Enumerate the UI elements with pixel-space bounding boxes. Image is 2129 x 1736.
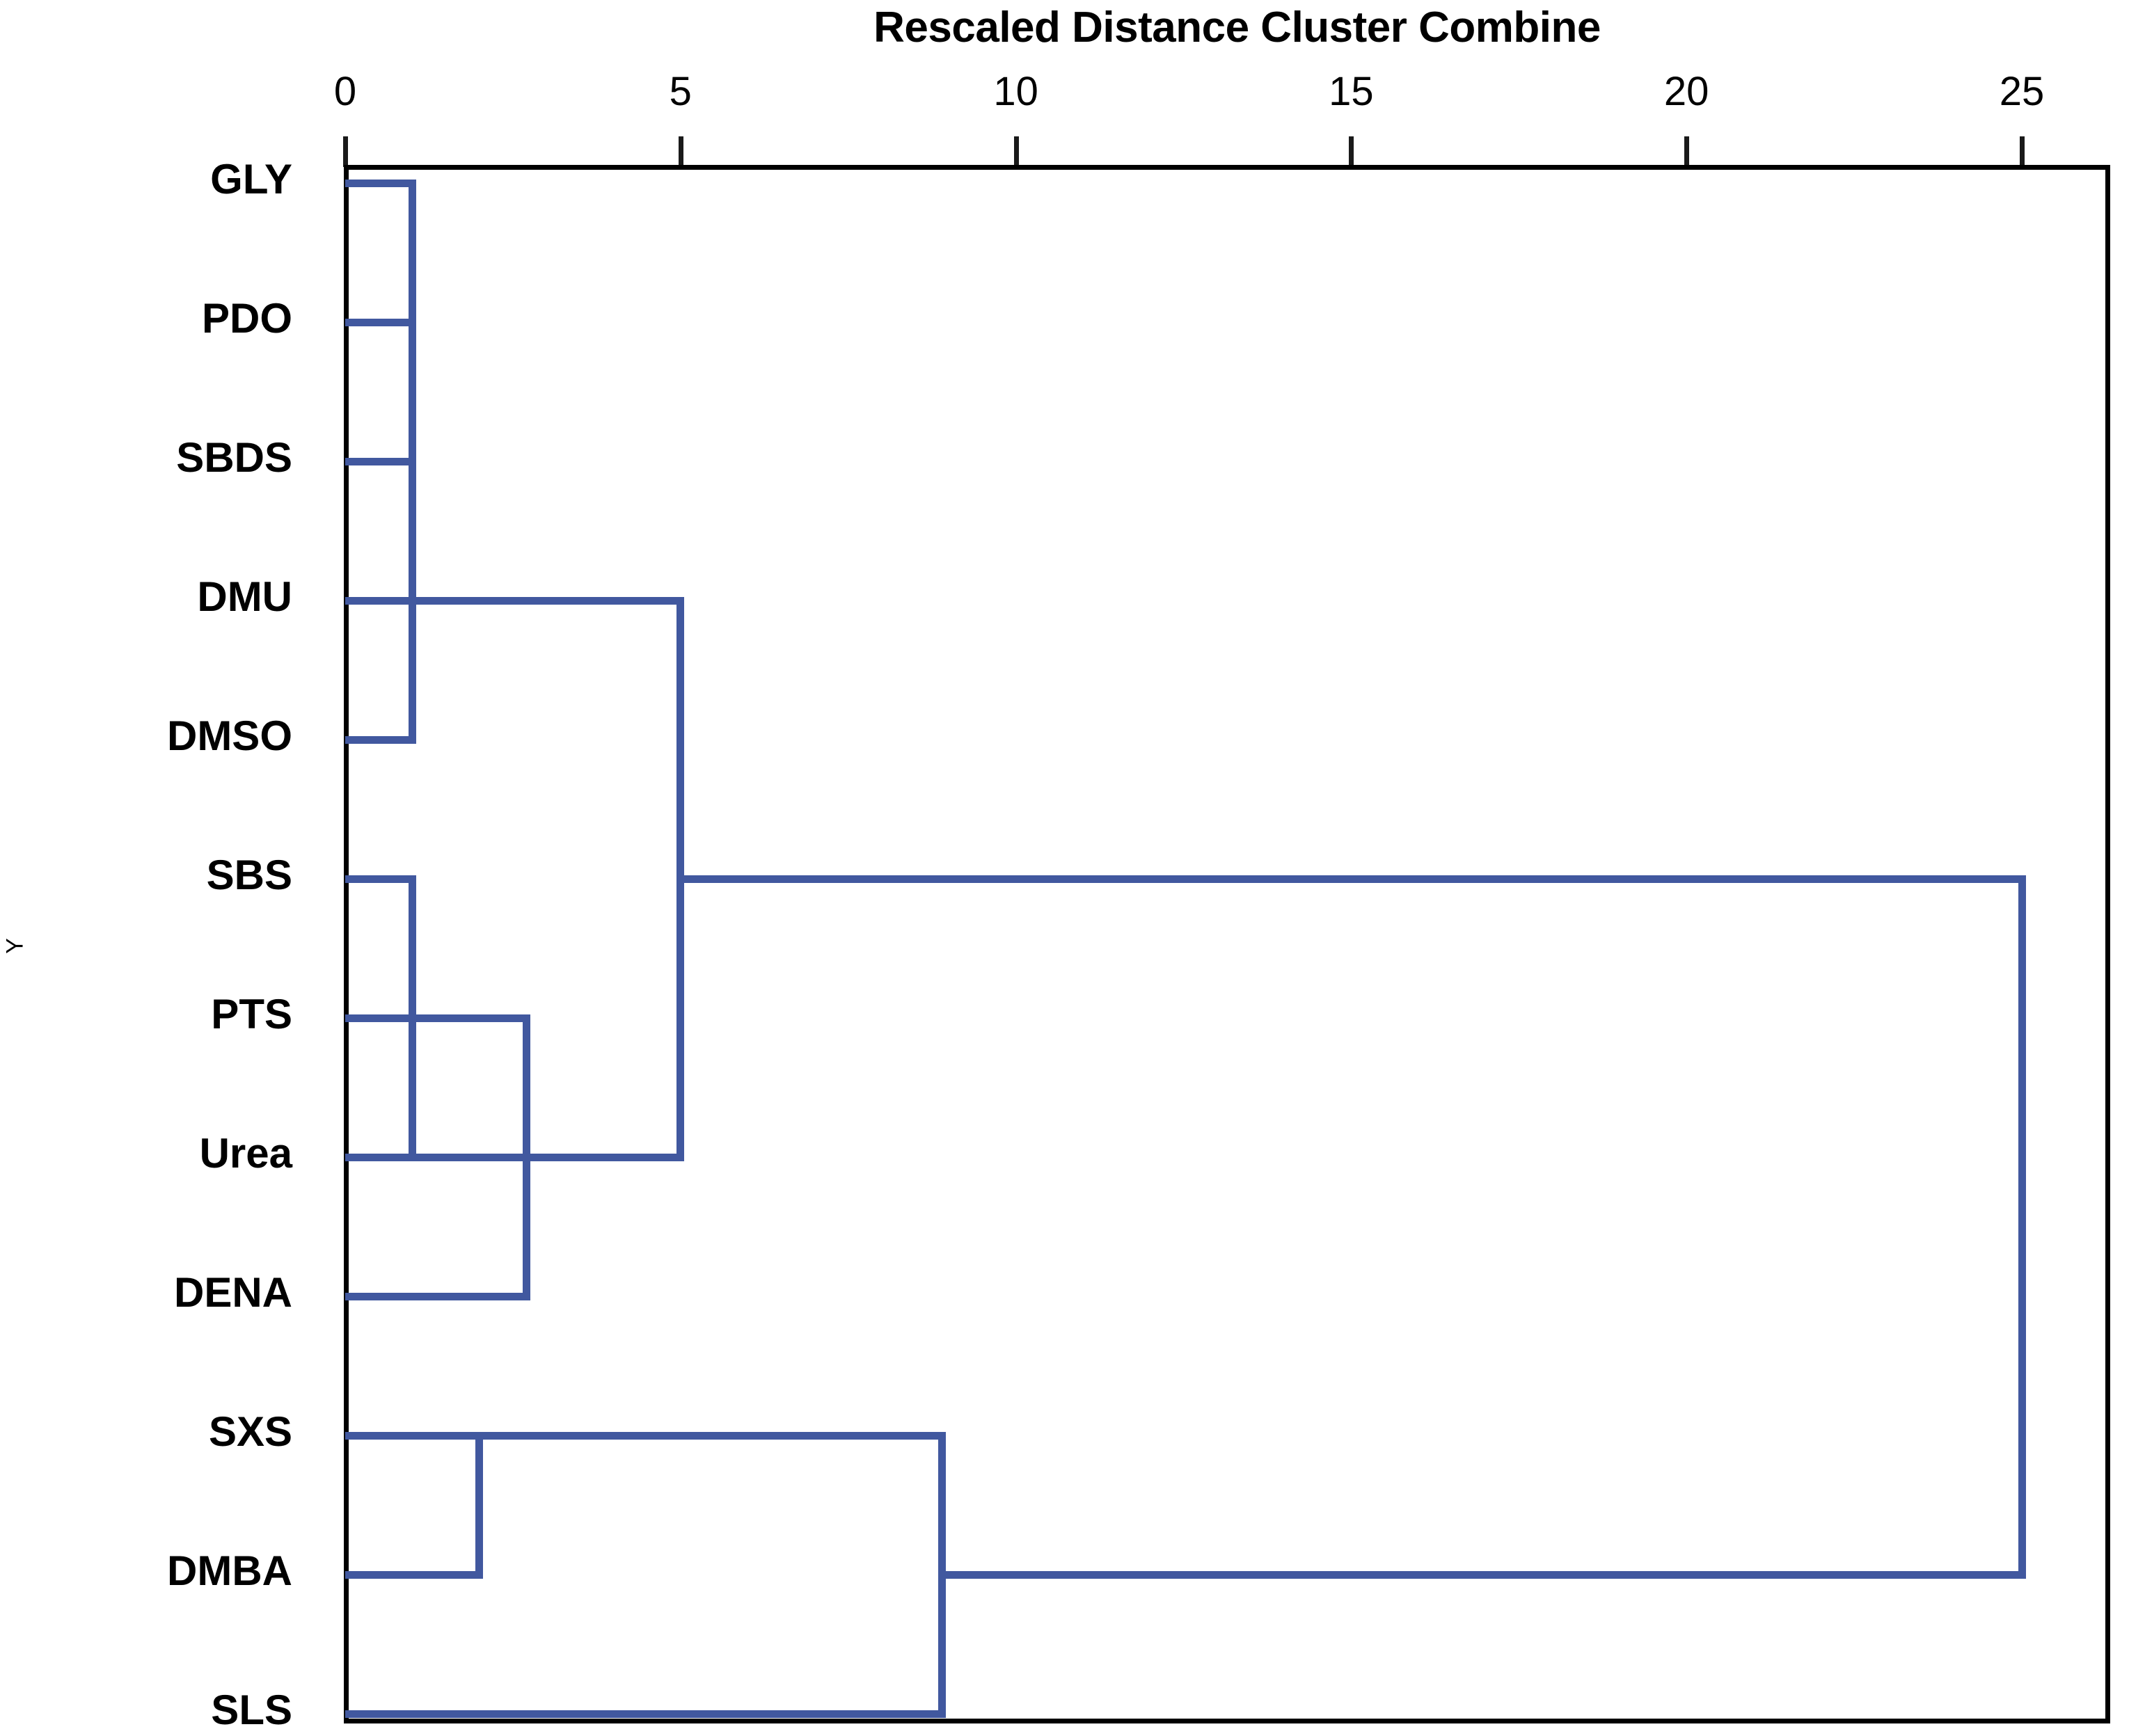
link-segment-c-root [942, 1570, 2026, 1579]
x-tick-label-5: 5 [669, 69, 692, 114]
link-segment-dmso [345, 735, 416, 744]
leaf-label-sls: SLS [211, 1687, 292, 1733]
x-tick-mark-20 [1684, 136, 1690, 167]
link-segment-sls [345, 1710, 947, 1718]
leaf-label-sxs: SXS [208, 1408, 292, 1455]
leaf-label-dena: DENA [173, 1269, 292, 1316]
x-tick-mark-15 [1349, 136, 1354, 167]
x-tick-label-20: 20 [1663, 69, 1709, 114]
link-segment-sxs [345, 1431, 947, 1440]
x-tick-label-25: 25 [1999, 69, 2045, 114]
link-segment-urea [345, 1153, 416, 1161]
link-segment-dmba [345, 1570, 484, 1579]
link-segment-sxs-dmba-spine [475, 1431, 484, 1579]
leaf-label-urea: Urea [199, 1130, 292, 1177]
leaf-label-gly: GLY [210, 156, 292, 202]
link-segment-clusterB-out [412, 1153, 685, 1161]
link-segment-gly [345, 179, 416, 187]
leaf-label-sbds: SBDS [176, 434, 292, 481]
link-segment-pdo [345, 318, 416, 326]
chart-title: Rescaled Distance Cluster Combine [0, 3, 2129, 52]
link-segment-ab-root [680, 875, 2026, 883]
leaf-label-dmba: DMBA [167, 1547, 292, 1594]
leaf-label-dmu: DMU [197, 573, 292, 620]
leaf-label-dmso: DMSO [167, 712, 292, 759]
plot-frame [344, 165, 2110, 1723]
link-segment-clusterA-out [412, 596, 685, 605]
link-segment-root-spine [2018, 875, 2026, 1579]
x-tick-label-10: 10 [993, 69, 1038, 114]
x-tick-mark-0 [343, 136, 348, 167]
x-tick-mark-25 [2020, 136, 2025, 167]
x-tick-mark-5 [678, 136, 683, 167]
leaf-label-sbs: SBS [206, 852, 292, 898]
link-segment-clusterA-spine [408, 179, 416, 744]
link-segment-pts [345, 1014, 530, 1022]
link-segment-dena [345, 1292, 530, 1300]
link-segment-dmu [345, 596, 416, 605]
link-segment-sbs [345, 875, 416, 883]
x-tick-label-15: 15 [1329, 69, 1374, 114]
x-tick-label-0: 0 [333, 69, 357, 114]
leaf-label-pts: PTS [211, 991, 292, 1037]
link-segment-sbds [345, 457, 416, 465]
chart-title-text: Rescaled Distance Cluster Combine [873, 3, 1601, 51]
leaf-label-pdo: PDO [201, 295, 292, 342]
x-tick-mark-10 [1013, 136, 1019, 167]
